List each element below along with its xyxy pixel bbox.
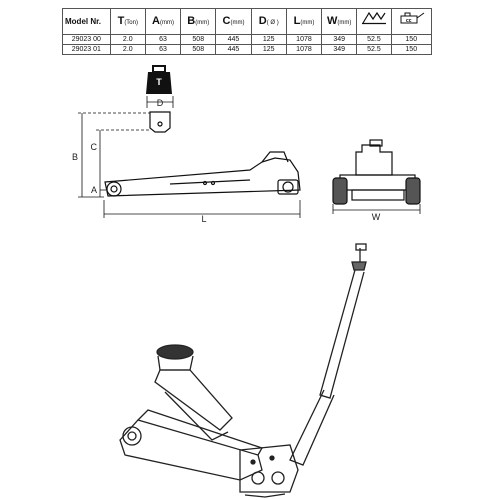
dimension-d: D <box>146 96 174 108</box>
table-header-row: Model Nr. T(Ton) A(mm) B(mm) C(mm) D( Ø … <box>62 8 433 35</box>
table-row: 29023 00 2.0 63 508 445 125 1078 349 52.… <box>62 34 433 45</box>
oil-can-icon: cc <box>400 12 425 24</box>
rear-view <box>332 139 421 205</box>
label-b: B <box>72 152 78 162</box>
svg-text:cc: cc <box>406 18 412 24</box>
spec-table: Model Nr. T(Ton) A(mm) B(mm) C(mm) D( Ø … <box>62 8 433 55</box>
row2-w: 349 <box>321 44 358 55</box>
header-b: B(mm) <box>180 8 217 35</box>
dimension-lines <box>78 112 301 218</box>
header-model: Model Nr. <box>62 8 111 35</box>
jack-strokes-icon <box>361 11 386 25</box>
row2-oil: 150 <box>390 44 433 55</box>
weight-label: T <box>156 77 162 87</box>
header-w: W(mm) <box>321 8 358 35</box>
jack-illustration <box>119 243 367 498</box>
label-w: W <box>372 212 381 222</box>
table-row: 29023 01 2.0 63 508 445 125 1078 349 52.… <box>62 44 433 55</box>
header-pump-icon <box>356 8 392 35</box>
label-l: L <box>201 214 206 224</box>
label-a: A <box>91 185 97 195</box>
side-view <box>104 111 301 197</box>
label-d: D <box>157 98 164 108</box>
label-c: C <box>91 142 98 152</box>
weight-icon: T <box>146 65 172 94</box>
dimension-w <box>332 204 421 214</box>
header-d: D( Ø ) <box>250 8 287 35</box>
